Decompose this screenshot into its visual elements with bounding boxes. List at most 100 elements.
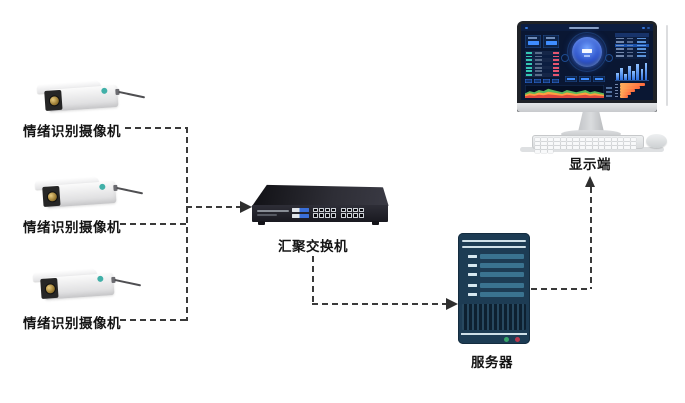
keyboard-key: [560, 137, 566, 141]
keyboard-key: [573, 141, 579, 145]
switch-uplink-port: [292, 208, 309, 212]
camera-body-group: [32, 265, 142, 314]
table-row: [615, 40, 649, 44]
keyboard-key: [611, 145, 618, 149]
monitor-screen: [521, 24, 653, 100]
server-bay-tick: [468, 255, 477, 258]
table-cell-text: [627, 48, 633, 50]
table-cell-text: [637, 41, 646, 43]
dashboard-list-row: [525, 51, 560, 55]
edge-switch-drop: [312, 256, 314, 304]
camera-front-cap: [42, 185, 61, 207]
bar-chart-bar: [636, 63, 640, 80]
edge-camera-bus: [186, 127, 188, 321]
table-cell-text: [637, 44, 646, 47]
list-row-text: [553, 63, 559, 65]
monitor-stand-base: [561, 130, 621, 138]
keyboard-key: [566, 145, 573, 149]
list-row-text: [526, 66, 532, 69]
table-cell-text: [637, 55, 646, 57]
camera-3-label: 情绪识别摄像机: [23, 316, 121, 331]
camera-brand-logo: [97, 275, 104, 283]
keyboard-key: [630, 145, 637, 149]
keyboard-key: [624, 141, 630, 145]
mouse-illustration: [646, 134, 667, 148]
ethernet-port: [319, 207, 324, 212]
dashboard-stat-box: [525, 35, 541, 48]
server-bay-tick: [468, 273, 477, 276]
keyboard-key: [630, 137, 637, 141]
table-cell-text: [637, 37, 646, 39]
table-cell-text: [627, 44, 633, 47]
list-row-text: [534, 74, 542, 76]
keyboard-key: [535, 141, 541, 145]
list-row-text: [553, 59, 559, 62]
ethernet-port: [347, 213, 352, 218]
table-cell-text: [627, 37, 633, 39]
keyboard-key: [579, 137, 586, 141]
server-bay-tick: [468, 284, 477, 287]
switch-illustration: [250, 183, 390, 229]
camera-brand-logo: [101, 87, 108, 95]
camera-body-group: [36, 77, 146, 126]
bar-chart-bar: [632, 70, 636, 80]
dashboard-list-row: [525, 55, 560, 59]
chip-value-text: [581, 78, 589, 80]
dashboard-menu-icon: [642, 26, 645, 29]
table-cell-text: [616, 44, 624, 47]
dashboard-list-row: [525, 65, 560, 70]
table-cell-text: [627, 55, 633, 57]
switch-foot: [372, 221, 379, 225]
server-led-green: [504, 337, 509, 342]
dashboard-list-row: [525, 69, 560, 73]
list-row-text: [553, 70, 559, 73]
dashboard-left-list: [525, 51, 560, 77]
dashboard-tab: [543, 79, 550, 83]
monitor-chin: [517, 103, 657, 112]
hbar-bar: [619, 95, 628, 98]
camera-lens: [48, 94, 61, 107]
camera-lens: [44, 282, 57, 295]
dashboard-hbar-chart: [615, 83, 649, 98]
keyboard-key: [547, 145, 554, 149]
camera-front-cap: [44, 89, 63, 111]
keyboard-key: [579, 141, 586, 145]
keyboard-key: [573, 137, 579, 141]
keyboard-illustration: [532, 135, 644, 153]
desk-shadow: [520, 147, 664, 152]
keyboard-key: [605, 137, 611, 141]
hbar-row: [615, 92, 649, 95]
list-row-text: [534, 66, 542, 69]
table-cell-text: [627, 51, 633, 54]
server-bay-bar: [480, 263, 524, 268]
keyboard-key: [618, 137, 624, 141]
keyboard-key: [579, 145, 586, 149]
table-row: [615, 43, 649, 48]
keyboard-key: [566, 141, 573, 145]
camera-1-label: 情绪识别摄像机: [23, 124, 121, 139]
ethernet-port: [313, 213, 318, 218]
list-row-text: [526, 70, 532, 73]
camera-2-illustration: [34, 176, 144, 218]
keyboard-key: [618, 145, 624, 149]
keyboard-key: [624, 137, 630, 141]
spectrum-legend-dash: [606, 95, 612, 97]
server-bay-bar: [480, 283, 524, 288]
switch-label: 汇聚交换机: [278, 239, 348, 254]
keyboard-key: [605, 141, 611, 145]
stat-value-text: [545, 41, 557, 45]
spectrum-legend-dash: [606, 91, 612, 93]
decorative-side-line: [666, 25, 668, 106]
switch-uplink-port: [292, 214, 309, 218]
list-row-text: [534, 55, 542, 58]
table-row: [615, 54, 649, 58]
keyboard-key: [592, 141, 598, 145]
hbar-label-text: [615, 95, 618, 98]
stat-label-text: [527, 37, 537, 39]
table-cell-text: [616, 48, 624, 50]
keyboard-key: [586, 141, 592, 145]
camera-3-illustration: [32, 268, 142, 310]
keyboard-key: [611, 137, 618, 141]
ethernet-port: [341, 207, 346, 212]
server-bay-tick: [468, 264, 477, 267]
